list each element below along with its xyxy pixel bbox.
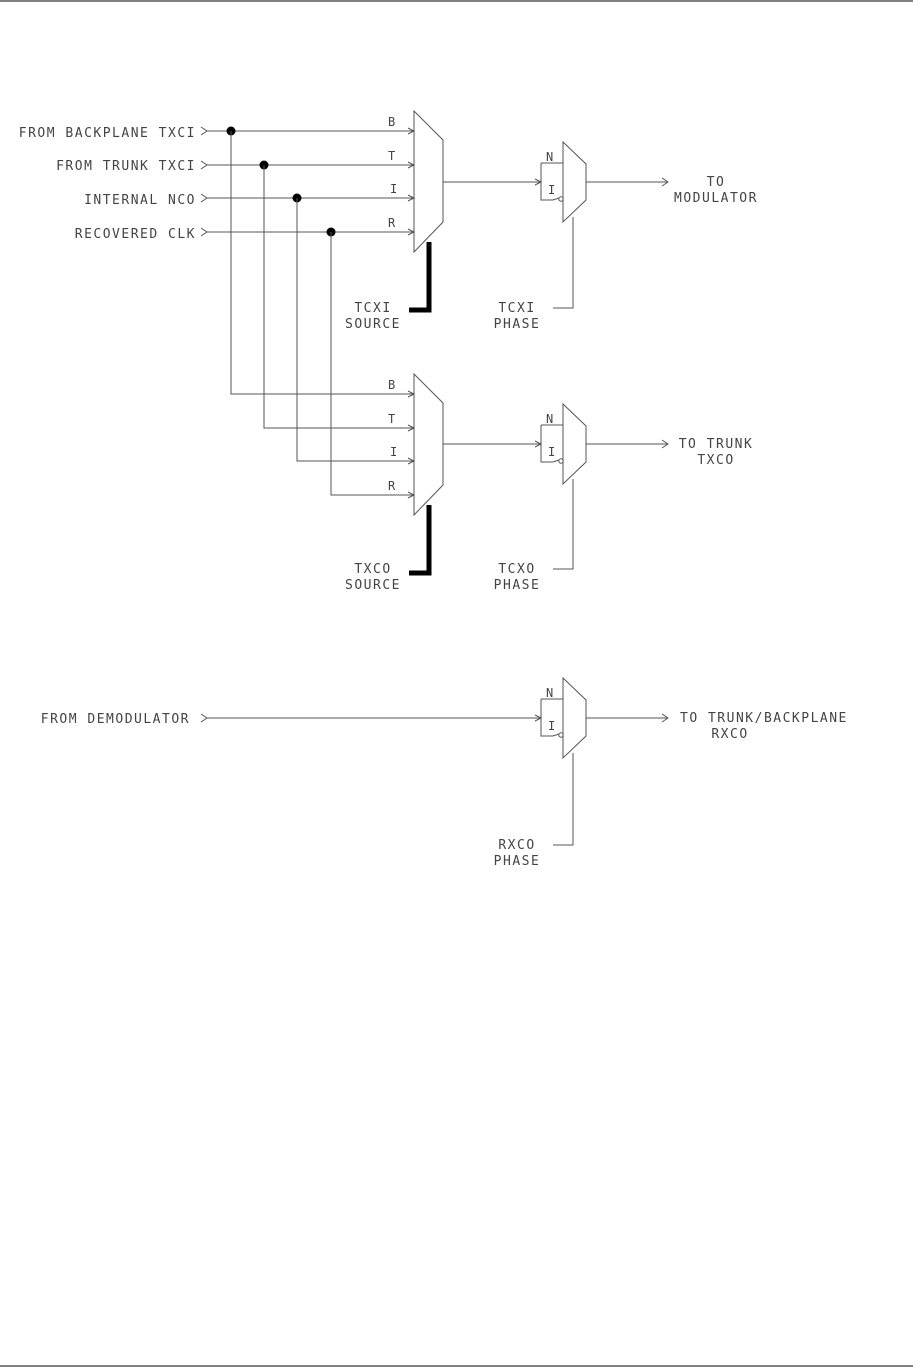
rxco-output-label-line2: RXCO xyxy=(711,727,748,742)
rxco-phase-label-line1: RXCO xyxy=(498,838,535,853)
txco-output-label-line2: TXCO xyxy=(697,453,734,468)
txci-source-label-line2: SOURCE xyxy=(345,317,401,332)
txci-output-label-line1: TO xyxy=(707,175,726,190)
txci-phase-select-line xyxy=(553,217,573,308)
top-mux-input-wires xyxy=(207,128,414,235)
txco-phase-select-line xyxy=(553,479,573,569)
input-label-trunk-txci: FROM TRUNK TXCI xyxy=(56,159,196,174)
input-label-demodulator: FROM DEMODULATOR xyxy=(41,712,190,727)
phase3-pin-i: I xyxy=(548,719,555,733)
txco-source-label-line1: TXCO xyxy=(354,562,391,577)
mux1-pin-r: R xyxy=(388,216,396,230)
txco-output-label-line1: TO TRUNK xyxy=(679,437,754,452)
txci-source-label-line1: TCXI xyxy=(354,301,391,316)
txco-phase-label-line1: TCXO xyxy=(498,562,535,577)
txci-phase-mux xyxy=(563,142,586,222)
phase1-pin-n: N xyxy=(546,150,553,164)
txco-source-mux xyxy=(414,374,443,515)
mux1-pin-b: B xyxy=(388,115,395,129)
txci-phase-label-line1: TCXI xyxy=(498,301,535,316)
mux2-pin-t: T xyxy=(388,412,395,426)
phase1-pin-i: I xyxy=(548,183,555,197)
txci-source-select-line xyxy=(409,242,429,310)
txci-output-label-line2: MODULATOR xyxy=(674,191,758,206)
rxco-phase-label-line2: PHASE xyxy=(494,854,541,869)
mux2-pin-i: I xyxy=(390,445,397,459)
mux1-pin-t: T xyxy=(388,149,395,163)
txco-source-select-line xyxy=(409,505,429,573)
txci-source-mux xyxy=(414,111,443,252)
input-label-backplane-txci: FROM BACKPLANE TXCI xyxy=(19,126,196,141)
demodulator-input-chevron xyxy=(201,714,207,722)
txci-phase-label-line2: PHASE xyxy=(494,317,541,332)
mux1-pin-i: I xyxy=(390,182,397,196)
txco-phase-mux xyxy=(563,404,586,484)
input-chevrons xyxy=(201,127,207,236)
phase3-pin-n: N xyxy=(546,686,553,700)
input-label-recovered-clk: RECOVERED CLK xyxy=(75,227,196,242)
txco-phase-label-line2: PHASE xyxy=(494,578,541,593)
phase2-pin-n: N xyxy=(546,412,553,426)
rxco-phase-mux xyxy=(563,678,586,758)
phase2-pin-i: I xyxy=(548,445,555,459)
rxco-phase-select-line xyxy=(553,753,573,845)
mux2-pin-r: R xyxy=(388,479,396,493)
rxco-output-label-line1: TO TRUNK/BACKPLANE xyxy=(680,711,848,726)
txco-source-label-line2: SOURCE xyxy=(345,578,401,593)
input-label-internal-nco: INTERNAL NCO xyxy=(84,193,196,208)
mux2-pin-b: B xyxy=(388,378,395,392)
